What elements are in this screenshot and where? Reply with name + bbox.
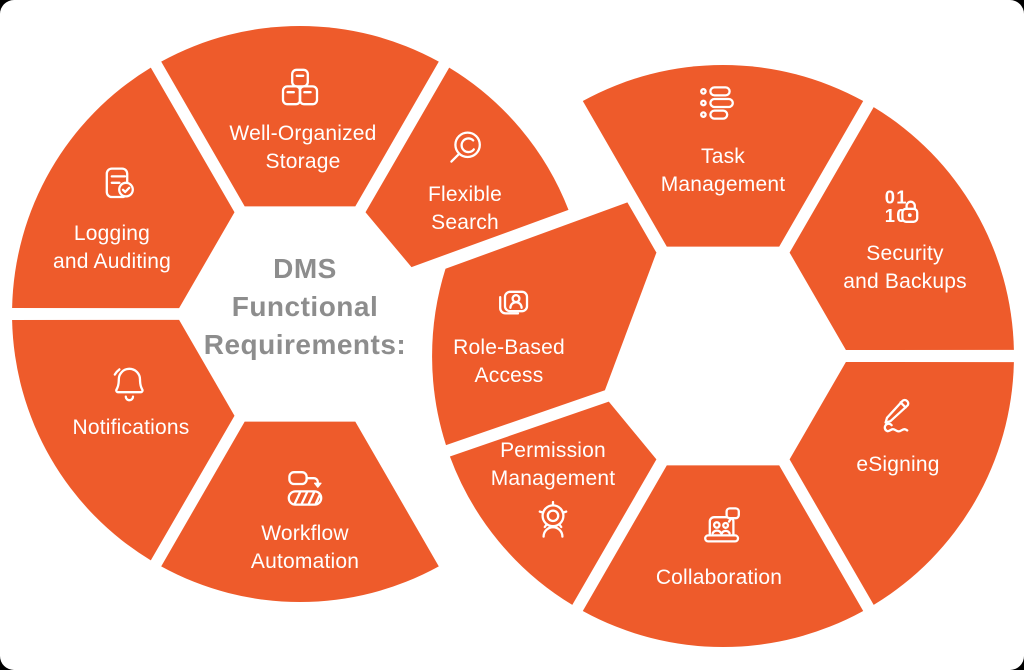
- document-audit-icon: [105, 167, 134, 199]
- segment-shape-security: [789, 107, 1014, 350]
- diagram-title: DMS Functional Requirements:: [155, 250, 455, 364]
- segment-esigning: eSigning: [789, 362, 1014, 605]
- task-list-icon: [700, 86, 734, 120]
- title-line-2: Functional: [231, 291, 379, 322]
- segment-shape-workflow: [161, 421, 439, 603]
- svg-text:01: 01: [885, 187, 908, 208]
- segment-label-notifications: Notifications: [73, 416, 190, 439]
- storage-boxes-icon: [281, 68, 319, 106]
- segment-shape-notifications: [12, 319, 235, 561]
- segment-shape-search: [365, 67, 569, 268]
- gear-person-icon: [538, 500, 568, 538]
- esign-pen-icon: [883, 398, 910, 433]
- bell-icon: [113, 367, 144, 402]
- segment-shape-task: [582, 64, 864, 247]
- segment-shape-esigning: [789, 362, 1014, 605]
- svg-text:10: 10: [885, 205, 908, 226]
- segment-shape-storage: [161, 25, 439, 207]
- segment-label-esigning: eSigning: [856, 453, 939, 476]
- id-card-user-icon: [499, 290, 529, 315]
- segment-notifications: Notifications: [12, 319, 235, 561]
- workflow-automation-icon: [287, 471, 323, 506]
- segment-collaboration: Collaboration: [582, 465, 864, 648]
- segment-shape-collaboration: [582, 465, 864, 648]
- segment-label-collaboration: Collaboration: [656, 566, 782, 589]
- title-line-3: Requirements:: [203, 329, 407, 360]
- title-line-1: DMS: [273, 253, 337, 284]
- laptop-collaboration-icon: [704, 507, 740, 543]
- search-magnifier-icon: [450, 131, 481, 163]
- segment-shape-role-based: [432, 202, 657, 446]
